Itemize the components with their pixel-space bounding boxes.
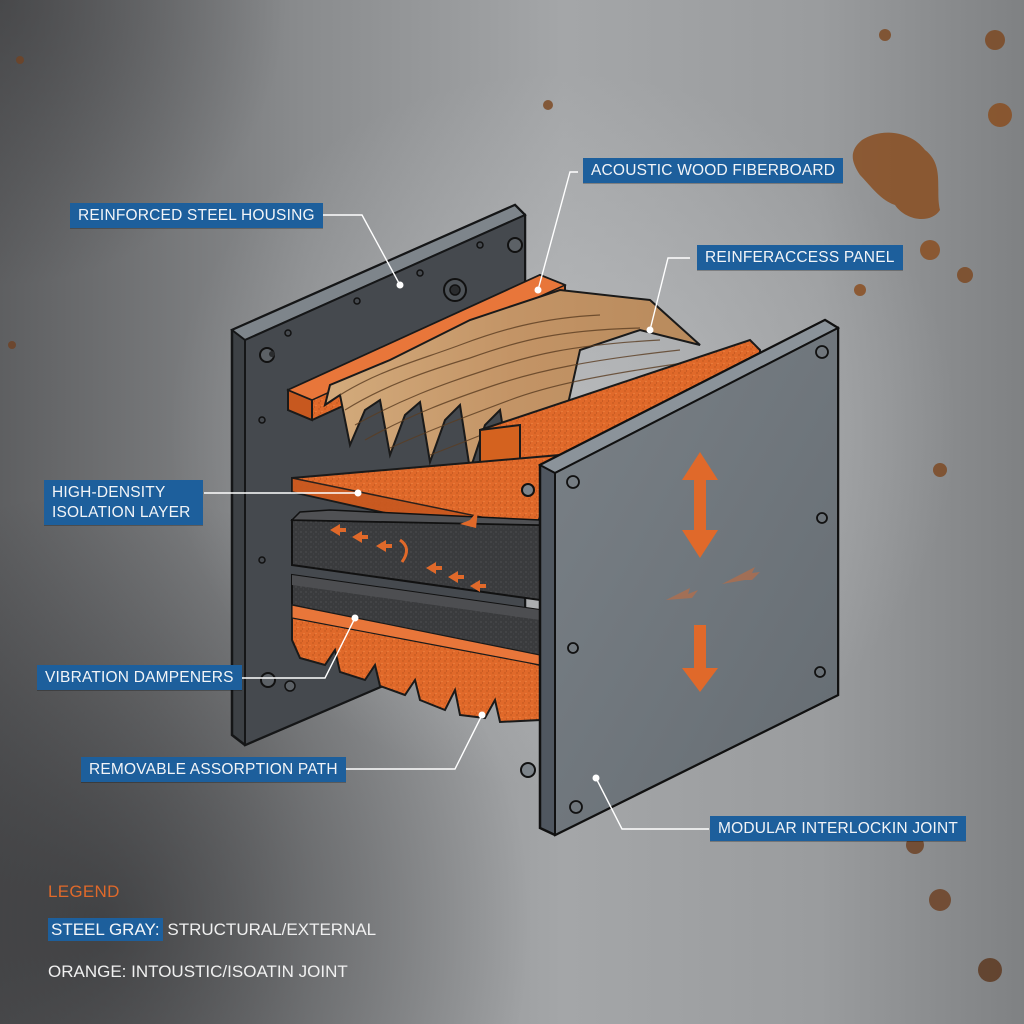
legend-item-steel-gray: STEEL GRAY: STRUCTURAL/EXTERNAL [48, 918, 376, 942]
callout-removable-assorption-path: REMOVABLE ASSORPTION PATH [81, 757, 346, 782]
callout-modular-interlockin-joint: MODULAR INTERLOCKIN JOINT [710, 816, 967, 841]
callout-leader-lines [204, 171, 709, 830]
callout-high-density-isolation-layer: HIGH-DENSITY ISOLATION LAYER [44, 480, 203, 525]
callout-reinforced-steel-housing: REINFORCED STEEL HOUSING [70, 203, 323, 228]
callout-anchor-dots [351, 281, 654, 782]
flow-arrows [330, 510, 486, 592]
callout-vibration-dampeners: VIBRATION DAMPENERS [37, 665, 242, 690]
legend-key-steel-gray: STEEL GRAY: [48, 918, 163, 941]
legend-item-orange: ORANGE: INTOUSTIC/ISOATIN JOINT [48, 960, 376, 984]
callout-line-1: HIGH-DENSITY [52, 484, 166, 501]
panel-motion-arrows [666, 452, 760, 692]
legend-key-orange: ORANGE: [48, 962, 127, 981]
legend-value-steel-gray: STRUCTURAL/EXTERNAL [162, 920, 377, 939]
callout-reinfer-access-panel: REINFERACCESS PANEL [697, 245, 903, 270]
front-access-panel [520, 318, 841, 837]
callout-acoustic-wood-fiberboard: ACOUSTIC WOOD FIBERBOARD [583, 158, 844, 183]
legend-value-orange: INTOUSTIC/ISOATIN JOINT [126, 962, 348, 981]
callout-line-2: ISOLATION LAYER [52, 504, 191, 521]
rust-stains [8, 29, 1012, 982]
legend-title: LEGEND [48, 882, 120, 901]
legend: LEGEND STEEL GRAY: STRUCTURAL/EXTERNAL O… [48, 882, 376, 1002]
